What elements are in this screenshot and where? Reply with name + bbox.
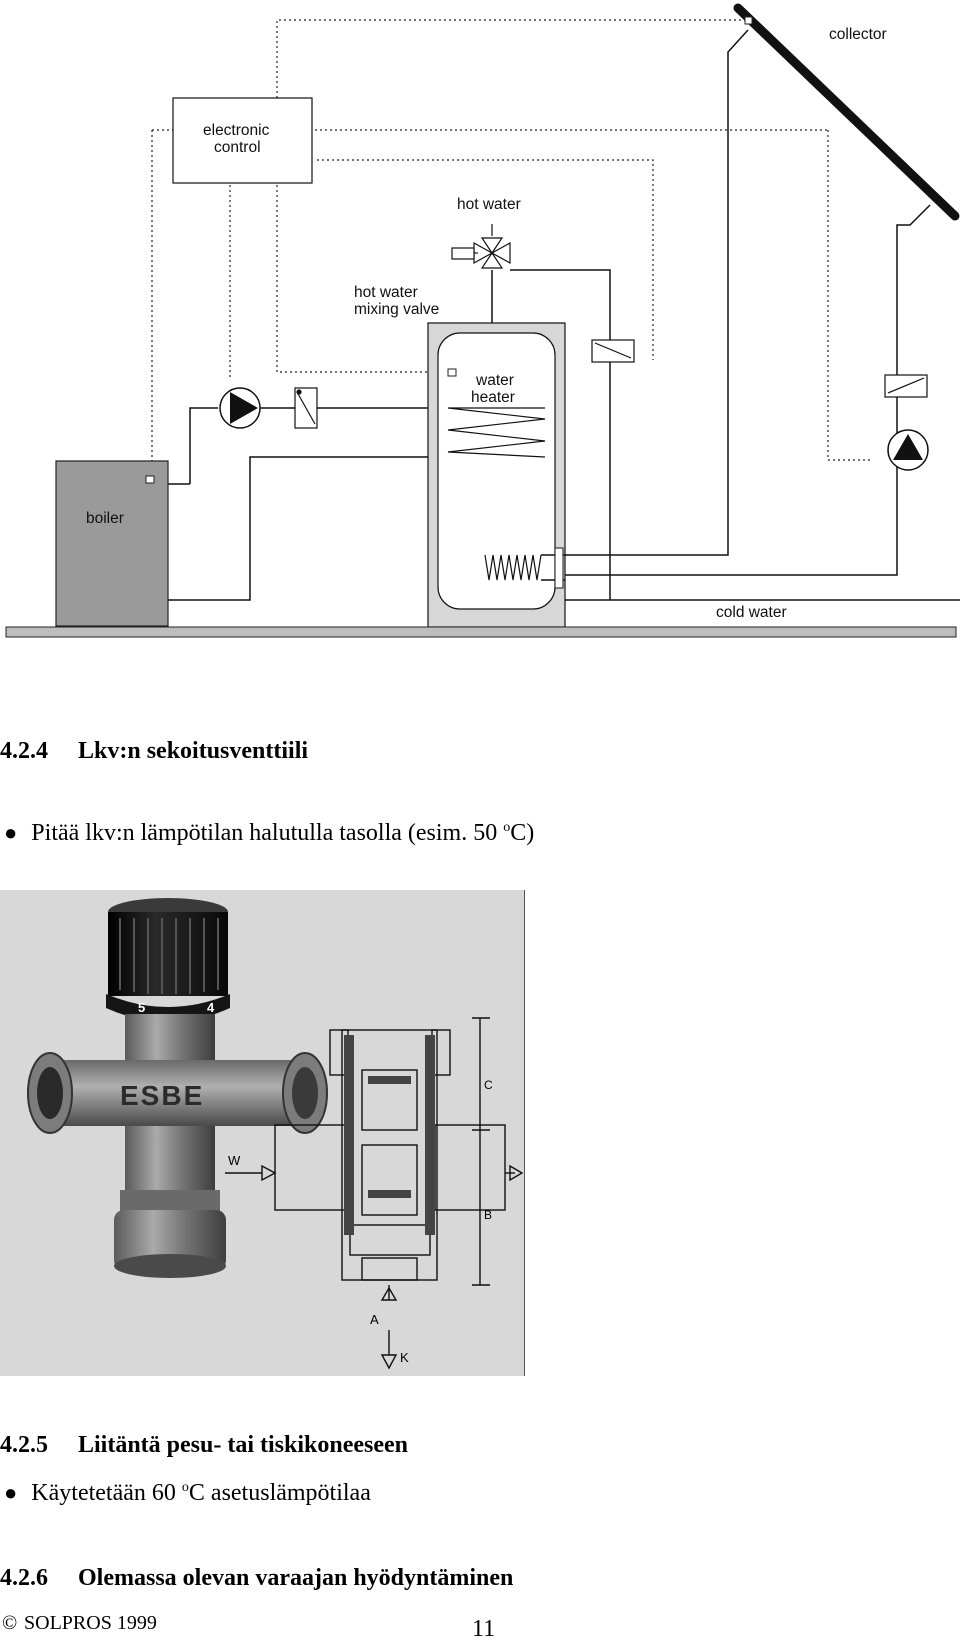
bullet-icon: ● xyxy=(4,1480,18,1505)
brand-label: ESBE xyxy=(120,1080,205,1111)
bullet-unit: C asetuslämpötilaa xyxy=(188,1480,371,1506)
dial-label-5: 5 xyxy=(138,1000,146,1015)
mixing-valve-photo: 5 4 ESBE W C B A K xyxy=(0,890,525,1376)
footer: © SOLPROS 1999 11 xyxy=(0,1608,960,1644)
bullet-icon: ● xyxy=(4,820,18,845)
mixing-valve-label-1: hot water xyxy=(354,284,418,301)
section-heading-4-2-4: 4.2.4 Lkv:n sekoitusventtiili xyxy=(0,738,308,765)
pipes xyxy=(152,29,960,601)
footer-org: SOLPROS 1999 xyxy=(24,1612,157,1634)
section-title: Olemassa olevan varaajan hyödyntäminen xyxy=(78,1565,514,1591)
floor xyxy=(5,626,957,638)
bullet-item-4-2-4: ● Pitää lkv:n lämpötilan halutulla tasoll… xyxy=(4,820,534,847)
electronic-control-label-2: control xyxy=(214,139,261,156)
section-number: 4.2.5 xyxy=(0,1432,48,1458)
hot-water-label: hot water xyxy=(457,196,521,213)
port-label-k: K xyxy=(400,1350,409,1365)
collector-label: collector xyxy=(829,26,887,43)
section-heading-4-2-6: 4.2.6 Olemassa olevan varaajan hyödyntämi… xyxy=(0,1565,513,1592)
port-label-w: W xyxy=(228,1153,241,1168)
section-title: Liitäntä pesu- tai tiskikoneeseen xyxy=(78,1432,409,1458)
boiler-box xyxy=(55,460,169,627)
electronic-control-box xyxy=(172,97,313,184)
control-wires xyxy=(151,19,870,468)
pump-right xyxy=(887,429,929,471)
degree-sup: o xyxy=(503,820,511,835)
water-heater-label-1: water xyxy=(476,372,514,389)
diagram-svg xyxy=(5,3,960,638)
section-number: 4.2.4 xyxy=(0,738,48,764)
page-number: 11 xyxy=(472,1616,496,1642)
bullet-item-4-2-5: ● Käytetetään 60 oC asetuslämpötilaa xyxy=(4,1480,371,1507)
copyright-icon: © xyxy=(2,1612,18,1634)
dim-label-c: C xyxy=(484,1078,493,1092)
dial-label-4: 4 xyxy=(207,1000,215,1015)
degree-sup: o xyxy=(181,1480,189,1495)
dim-label-b: B xyxy=(484,1208,493,1222)
collector-panel xyxy=(733,3,960,221)
solar-system-diagram: collector electronic control hot water h… xyxy=(0,0,960,650)
water-heater-label-2: heater xyxy=(471,389,515,406)
boiler-label: boiler xyxy=(86,510,124,527)
electronic-control-label-1: electronic xyxy=(203,122,270,139)
valve-photo-svg xyxy=(0,890,524,1376)
cold-water-label: cold water xyxy=(716,604,787,621)
section-heading-4-2-5: 4.2.5 Liitäntä pesu- tai tiskikoneeseen xyxy=(0,1432,408,1459)
bullet-text: Pitää lkv:n lämpötilan halutulla tasolla… xyxy=(31,820,504,846)
bullet-unit: C) xyxy=(510,820,535,846)
bullet-text: Käytetetään 60 xyxy=(31,1480,182,1506)
mixing-valve-label-2: mixing valve xyxy=(354,301,440,318)
section-title: Lkv:n sekoitusventtiili xyxy=(78,738,309,764)
section-number: 4.2.6 xyxy=(0,1565,48,1591)
port-label-a: A xyxy=(370,1312,379,1327)
mixing-valve xyxy=(451,224,511,269)
pump-left xyxy=(219,387,261,429)
